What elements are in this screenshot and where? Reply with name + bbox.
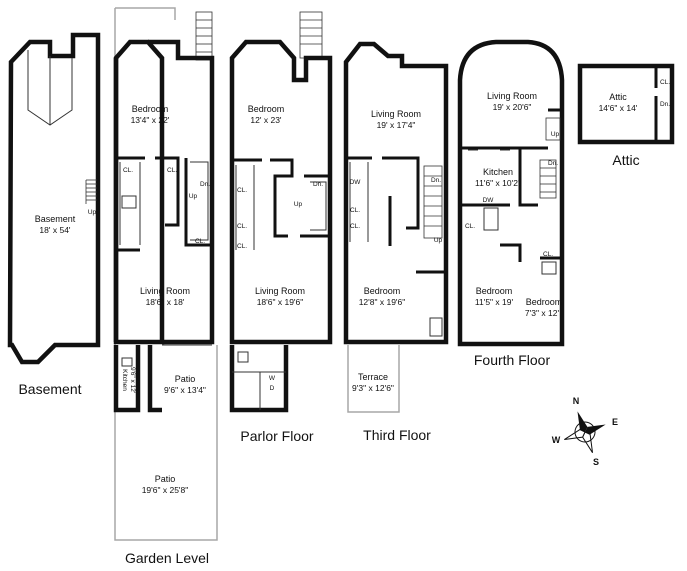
parlor-washer-label: W [269, 375, 276, 382]
basement-up-label: Up [88, 209, 97, 216]
attic-closet-label: CL. [660, 79, 670, 86]
parlor-floor-label: Parlor Floor [240, 428, 313, 444]
basement-room-name: Basement [35, 214, 76, 224]
garden-closet-label-1: CL. [123, 167, 133, 174]
fourth-kitchen-dims: 11'6" x 10'2" [475, 178, 521, 188]
parlor-down-label: Dn. [313, 181, 323, 188]
fourth-bedroom1-name: Bedroom [476, 286, 513, 296]
garden-level-plan: Kitchen 9'6" x 12' Bedroom 13'4" x 22' C… [113, 7, 218, 541]
attic-down-label: Dn. [660, 101, 670, 108]
basement-plan: Basement 18' x 54' Up [7, 32, 101, 365]
compass-rose [564, 411, 606, 453]
third-up-label: Up [434, 237, 443, 244]
third-down-label: Dn. [431, 177, 441, 184]
fourth-bedroom2-dims: 7'3" x 12' [525, 308, 560, 318]
attic-room-name: Attic [609, 92, 627, 102]
third-floor-plan: Living Room 19' x 17'4" DW CL. CL. Dn. U… [343, 41, 449, 413]
third-dishwasher-label: DW [350, 179, 362, 186]
compass-south-label: S [593, 457, 599, 467]
third-bedroom-dims: 12'8" x 19'6" [359, 297, 406, 307]
compass-west-label: W [552, 435, 561, 445]
parlor-living-name: Living Room [255, 286, 305, 296]
fourth-living-dims: 19' x 20'6" [493, 102, 532, 112]
garden-small-patio-name: Patio [175, 374, 196, 384]
garden-large-patio-dims: 19'6" x 25'8" [142, 485, 189, 495]
parlor-floor-plan: W D Bedroom 12' x 23' CL. CL. CL. Dn. Up… [229, 11, 333, 413]
parlor-closet-label-2: CL. [237, 223, 247, 230]
attic-plan: Attic 14'6" x 14' CL. Dn. [577, 63, 675, 145]
garden-kitchen-dims: 9'6" x 12' [129, 367, 136, 393]
fourth-bedroom1-dims: 11'5" x 19' [475, 297, 514, 307]
third-terrace-dims: 9'3" x 12'6" [352, 383, 394, 393]
fourth-down-label: Dn. [548, 160, 558, 167]
third-closet-label-2: CL. [350, 223, 360, 230]
parlor-living-dims: 18'6" x 19'6" [257, 297, 304, 307]
parlor-dryer-label: D [270, 385, 275, 392]
fourth-up-label: Up [551, 131, 560, 138]
garden-floor-label: Garden Level [125, 550, 209, 566]
garden-living-dims: 18'6" x 18' [146, 297, 185, 307]
garden-bedroom-dims: 13'4" x 22' [131, 115, 170, 125]
third-closet-label-1: CL. [350, 207, 360, 214]
third-terrace-name: Terrace [358, 372, 388, 382]
attic-floor-label: Attic [612, 152, 639, 168]
garden-kitchen-name: Kitchen [121, 369, 128, 391]
garden-small-patio-dims: 9'6" x 13'4" [164, 385, 206, 395]
fourth-kitchen-name: Kitchen [483, 167, 513, 177]
fourth-bedroom2-name: Bedroom [526, 297, 563, 307]
fourth-closet-label-2: CL. [543, 251, 553, 258]
parlor-up-label: Up [294, 201, 303, 208]
parlor-bedroom-name: Bedroom [248, 104, 285, 114]
parlor-closet-label-1: CL. [237, 187, 247, 194]
parlor-closet-label-3: CL. [237, 243, 247, 250]
garden-closet-label-2: CL. [167, 167, 177, 174]
third-living-name: Living Room [371, 109, 421, 119]
garden-bedroom-name: Bedroom [132, 104, 169, 114]
fourth-floor-plan: Living Room 19' x 20'6" Up Dn. Kitchen 1… [457, 39, 565, 347]
parlor-bedroom-dims: 12' x 23' [250, 115, 282, 125]
garden-living-name: Living Room [140, 286, 190, 296]
third-bedroom-name: Bedroom [364, 286, 401, 296]
compass-east-label: E [612, 417, 618, 427]
third-floor-label: Third Floor [363, 427, 431, 443]
fourth-dishwasher-label: DW [483, 197, 495, 204]
compass-north-label: N [573, 396, 580, 406]
basement-room-dims: 18' x 54' [39, 225, 71, 235]
fourth-closet-label-1: CL. [465, 223, 475, 230]
attic-room-dims: 14'6" x 14' [599, 103, 638, 113]
fourth-floor-label: Fourth Floor [474, 352, 551, 368]
garden-up-label: Up [189, 193, 198, 200]
garden-closet-label-3: CL. [195, 238, 205, 245]
third-living-dims: 19' x 17'4" [377, 120, 416, 130]
basement-floor-label: Basement [18, 381, 81, 397]
garden-large-patio-name: Patio [155, 474, 176, 484]
fourth-living-name: Living Room [487, 91, 537, 101]
garden-down-label: Dn. [200, 181, 210, 188]
